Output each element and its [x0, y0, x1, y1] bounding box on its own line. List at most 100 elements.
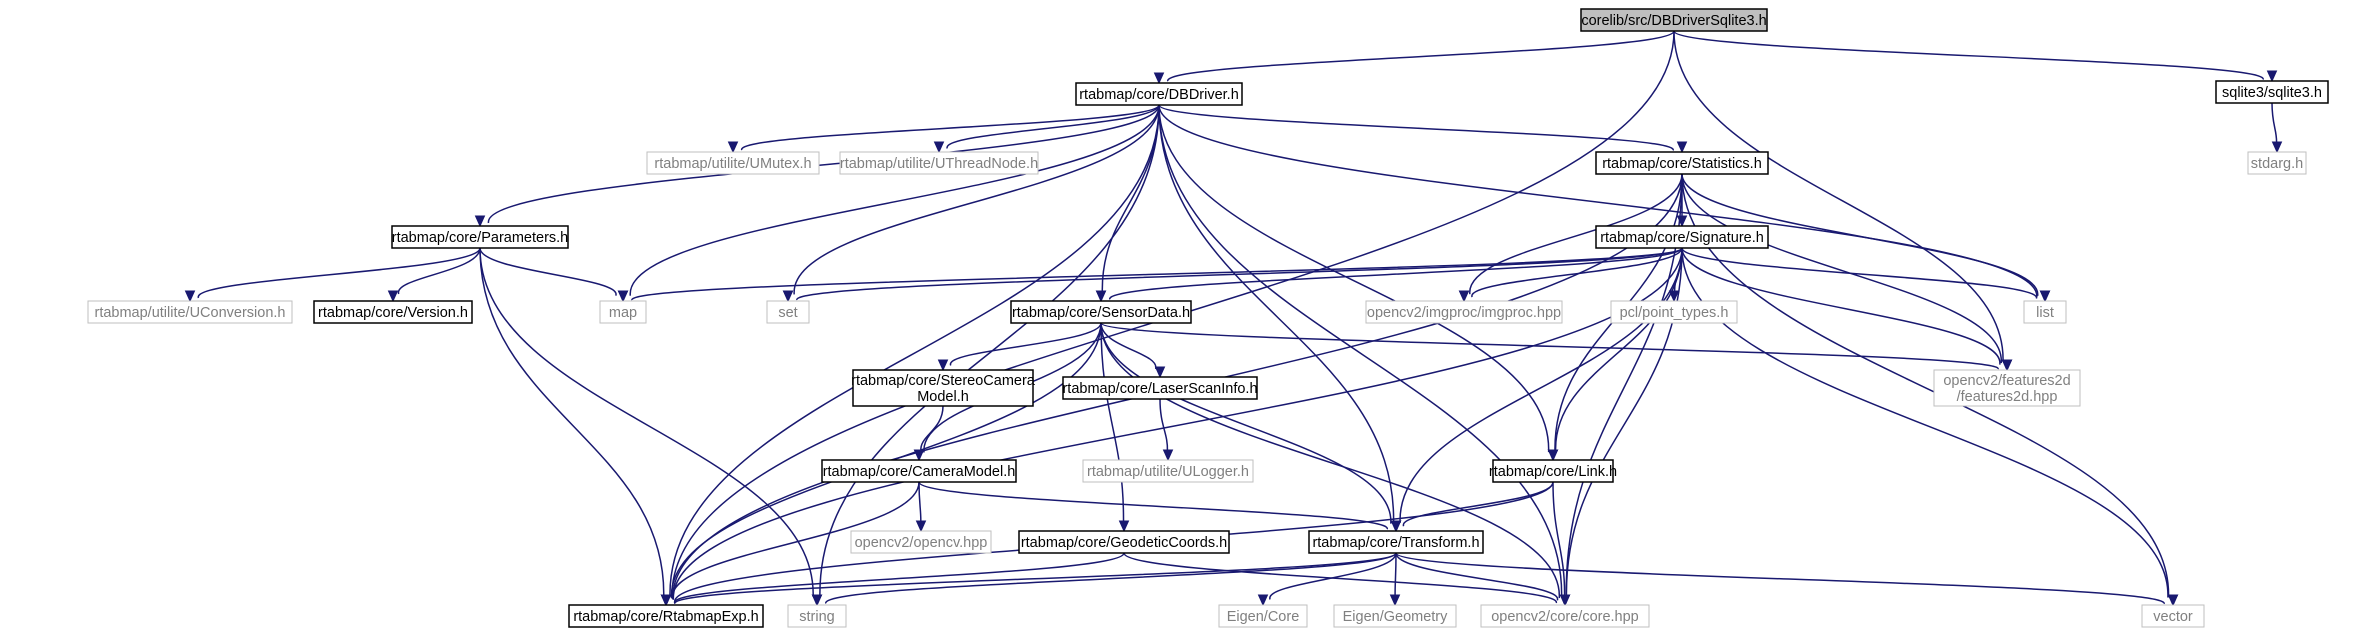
node-cameramodel[interactable]: rtabmap/core/CameraModel.h: [821, 459, 1017, 483]
node-sqlite3[interactable]: sqlite3/sqlite3.h: [2215, 80, 2329, 104]
edge-dbdriver-to-list: [1158, 104, 2051, 303]
node-label: rtabmap/core/Transform.h: [1312, 535, 1479, 551]
edge-line: [1158, 104, 1674, 152]
node-box: [568, 604, 764, 628]
node-label: rtabmap/core/Link.h: [1489, 464, 1617, 480]
edge-arrowhead: [937, 359, 949, 372]
node-eigengeom: Eigen/Geometry: [1333, 604, 1457, 628]
node-laserscan[interactable]: rtabmap/core/LaserScanInfo.h: [1062, 376, 1258, 400]
edge-sqlite3-to-stdarg: [2271, 102, 2283, 154]
node-box: [1480, 604, 1650, 628]
node-parameters[interactable]: rtabmap/core/Parameters.h: [391, 225, 569, 249]
node-box: [850, 530, 992, 554]
edge-line: [1158, 104, 2038, 298]
edge-line: [1158, 104, 1563, 597]
node-label: rtabmap/core/SensorData.h: [1012, 305, 1190, 321]
node-box: [839, 151, 1039, 175]
edge-arrowhead: [782, 290, 794, 303]
node-sensordata[interactable]: rtabmap/core/SensorData.h: [1010, 300, 1192, 324]
edge-arrowhead: [1559, 594, 1571, 607]
node-label: corelib/src/DBDriverSqlite3.h: [1581, 13, 1766, 29]
edge-arrowhead: [1154, 366, 1166, 379]
edge-arrowhead: [2001, 359, 2013, 372]
node-label: map: [609, 305, 637, 321]
edge-sensordata-to-laserscan: [1100, 322, 1166, 379]
node-opencvhpp: opencv2/opencv.hpp: [850, 530, 992, 554]
edge-arrowhead: [1257, 594, 1269, 607]
node-box: [1595, 151, 1769, 175]
node-box: [2023, 300, 2067, 324]
edge-arrowhead: [1390, 520, 1402, 533]
edge-line: [669, 104, 1160, 597]
node-root[interactable]: corelib/src/DBDriverSqlite3.h: [1580, 8, 1768, 32]
node-corehpp: opencv2/core/core.hpp: [1480, 604, 1650, 628]
node-box: [1333, 604, 1457, 628]
edge-line: [946, 104, 1160, 150]
node-signature[interactable]: rtabmap/core/Signature.h: [1595, 225, 1769, 249]
edge-line: [1395, 552, 2165, 605]
edge-line: [1100, 322, 1999, 370]
edge-line: [1100, 322, 1125, 523]
edge-line: [1123, 552, 1558, 604]
node-box: [1595, 225, 1769, 249]
node-list: list: [2023, 300, 2067, 324]
edge-line: [1681, 247, 2169, 598]
node-statistics[interactable]: rtabmap/core/Statistics.h: [1595, 151, 1769, 175]
node-pointtypes: pcl/point_types.h: [1610, 300, 1738, 324]
edge-line: [1681, 173, 2003, 364]
edge-line: [1159, 398, 1169, 452]
edge-transform-to-rtabmapexp: [660, 552, 1397, 607]
edge-dbdriver-to-umutex: [727, 104, 1160, 154]
node-box: [646, 151, 820, 175]
edge-arrowhead: [2167, 594, 2179, 607]
node-label: rtabmap/core/Parameters.h: [392, 230, 569, 246]
edge-parameters-to-map: [479, 247, 629, 303]
node-box: [2141, 604, 2205, 628]
node-version[interactable]: rtabmap/core/Version.h: [313, 300, 473, 324]
node-box: [2215, 80, 2329, 104]
edge-dbdriver-to-string: [811, 104, 1160, 607]
node-box: [1075, 82, 1243, 106]
edge-line: [1394, 552, 1397, 597]
edge-signature-to-imgproc: [1458, 247, 1683, 303]
edge-line: [918, 481, 1388, 530]
edge-signature-to-map: [617, 247, 1683, 303]
node-box: [821, 459, 1017, 483]
edge-arrowhead: [184, 290, 196, 303]
edge-sensordata-to-stereocam: [937, 322, 1102, 372]
edge-line: [1681, 173, 2039, 296]
edge-line: [920, 405, 944, 452]
node-label: opencv2/features2d: [1943, 373, 2070, 389]
edge-line: [2271, 102, 2278, 144]
node-label: Eigen/Geometry: [1343, 609, 1449, 625]
edge-arrowhead: [1095, 290, 1107, 303]
edge-transform-to-corehpp: [1395, 552, 1571, 607]
edge-arrowhead: [1668, 290, 1680, 303]
node-box: [1933, 369, 2081, 407]
node-transform[interactable]: rtabmap/core/Transform.h: [1308, 530, 1484, 554]
node-label: opencv2/opencv.hpp: [855, 535, 988, 551]
node-map: map: [599, 300, 647, 324]
edge-line: [819, 104, 1160, 597]
node-box: [1365, 300, 1563, 324]
edge-arrowhead: [1676, 141, 1688, 154]
node-dbdriver[interactable]: rtabmap/core/DBDriver.h: [1075, 82, 1243, 106]
edge-laserscan-to-ulogger: [1159, 398, 1174, 462]
node-box: [1062, 376, 1258, 400]
edge-line: [629, 104, 1160, 296]
node-label: /features2d.hpp: [1957, 389, 2058, 405]
edge-line: [671, 481, 920, 599]
node-string: string: [787, 604, 847, 628]
node-label: Eigen/Core: [1227, 609, 1300, 625]
edge-signature-to-link: [1547, 247, 1683, 462]
node-box: [1082, 459, 1254, 483]
edge-line: [1100, 322, 1157, 370]
edge-dbdriver-to-rtabmapexp: [660, 104, 1160, 607]
edge-line: [1101, 104, 1160, 293]
node-geodetic[interactable]: rtabmap/core/GeodeticCoords.h: [1018, 530, 1230, 554]
node-rtabmapexp[interactable]: rtabmap/core/RtabmapExp.h: [568, 604, 764, 628]
node-link[interactable]: rtabmap/core/Link.h: [1489, 459, 1617, 483]
edge-geodetic-to-corehpp: [1123, 552, 1571, 607]
edge-arrowhead: [2271, 141, 2283, 154]
